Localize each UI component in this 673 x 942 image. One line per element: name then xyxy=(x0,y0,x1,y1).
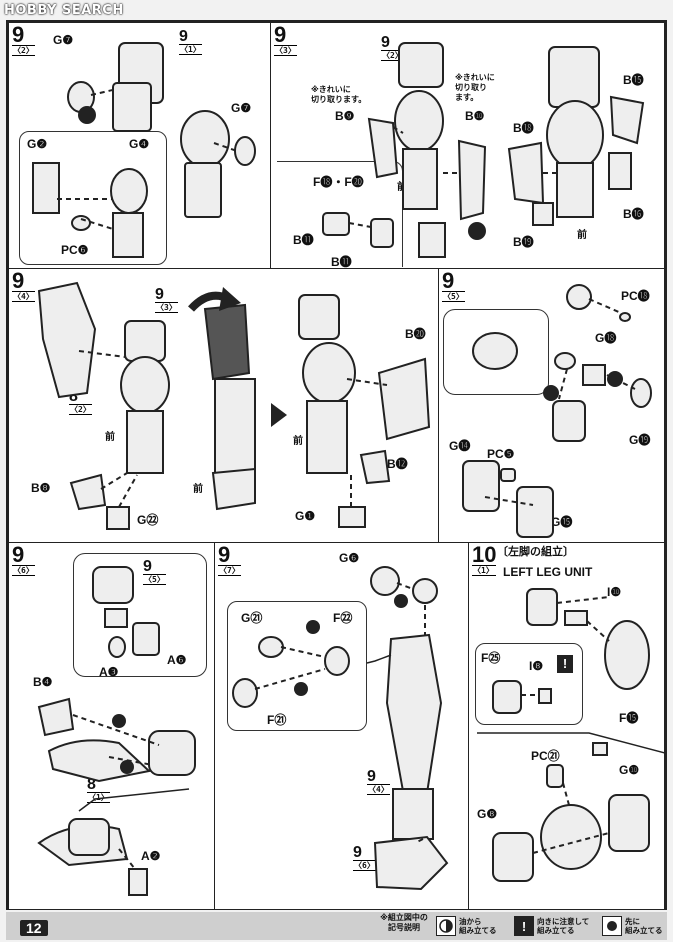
panel-9-5: 9 〈5〉 PC⓲ G⓲ G⓳ G⓮ PC❺ G⓯ xyxy=(438,268,665,544)
part-label: B❿ xyxy=(465,109,485,123)
part-label: I❽ xyxy=(529,659,544,673)
part-label: A❸ xyxy=(99,665,119,679)
part-label: G❷ xyxy=(27,137,48,151)
part-label: B⓳ xyxy=(513,235,534,249)
footer: 12 ※組立図中の 記号説明 油から 組み立てる ! 向きに注意して 組み立てる… xyxy=(6,912,667,940)
part-label: PC⓲ xyxy=(621,289,650,303)
exclamation-icon: ! xyxy=(557,655,573,673)
part-label: B⓯ xyxy=(623,73,644,87)
assembly-drawing xyxy=(232,566,449,891)
step-label: 9 〈7〉 xyxy=(218,542,241,576)
part-label: G❼ xyxy=(231,101,252,115)
part-label: G㉑ xyxy=(241,611,263,625)
part-label: B❹ xyxy=(33,675,53,689)
part-label: B⓫ xyxy=(293,233,314,247)
ref-step: 9 〈3〉 xyxy=(155,286,178,313)
step-label: 9 〈3〉 xyxy=(274,22,297,56)
part-label: B⓲ xyxy=(513,121,534,135)
step-label: 9 〈5〉 xyxy=(442,268,465,302)
part-label: F⓲・F⓴ xyxy=(313,175,364,189)
part-label: B⓬ xyxy=(387,457,408,471)
part-label: G❼ xyxy=(53,33,74,47)
half-moon-icon xyxy=(436,916,456,936)
part-label: I❿ xyxy=(607,585,622,599)
part-label: F㉑ xyxy=(267,713,287,727)
part-label: A❻ xyxy=(167,653,187,667)
step-label: 10 〈1〉 xyxy=(472,542,497,576)
cutting-note: ※きれいに 切り取り ます。 xyxy=(455,73,495,102)
part-label: G⓮ xyxy=(449,439,471,453)
panel-9-4: 9 〈4〉 9 〈3〉 8 〈2〉 前 前 前 B❽ G㉒ B⓴ B⓬ G❶ xyxy=(8,268,440,544)
front-direction: 前 xyxy=(293,436,303,447)
part-label: G❿ xyxy=(619,763,640,777)
ref-step: 9 〈2〉 xyxy=(381,34,404,61)
front-direction: 前 xyxy=(193,484,203,495)
part-label: G⓲ xyxy=(595,331,617,345)
part-label: PC❻ xyxy=(61,243,89,257)
assembly-drawing xyxy=(322,42,645,258)
legend-item: 油から 組み立てる xyxy=(436,914,497,938)
ref-step: 8 〈2〉 xyxy=(69,388,92,415)
panel-9-2: 9 〈2〉 9 〈1〉 G❼ G❼ G❷ G❹ PC❻ xyxy=(8,22,272,270)
panel-9-3: 9 〈3〉 9 〈2〉 ※きれいに 切り取ります。 ※きれいに 切り取り ます。… xyxy=(270,22,665,270)
page-number: 12 xyxy=(20,920,48,936)
step-label: 9 〈4〉 xyxy=(12,268,35,302)
part-label: G❶ xyxy=(295,509,316,523)
step-label: 9 〈2〉 xyxy=(12,22,35,56)
front-direction: 前 xyxy=(105,432,115,443)
assembly-drawing xyxy=(37,566,196,896)
watermark: HOBBY SEARCH xyxy=(4,3,124,18)
ref-step: 9 〈1〉 xyxy=(179,28,202,55)
ref-step: 9 〈6〉 xyxy=(353,844,376,871)
cutting-note: ※きれいに 切り取ります。 xyxy=(311,85,367,104)
part-label: G❹ xyxy=(129,137,150,151)
legend-title: ※組立図中の 記号説明 xyxy=(380,913,428,932)
assembly-drawing xyxy=(462,284,652,538)
panel-10-1: 10 〈1〉 〔左脚の組立〕 LEFT LEG UNIT I❿ F㉕ I❽ ! … xyxy=(468,542,665,910)
part-label: B❾ xyxy=(335,109,355,123)
part-label: G⓯ xyxy=(551,515,573,529)
part-label: B⓴ xyxy=(405,327,426,341)
part-label: B⓫ xyxy=(331,255,352,269)
part-label: G❽ xyxy=(477,807,498,821)
panel-9-7: 9 〈7〉 G❻ G㉑ F㉒ F㉑ 9 〈4〉 9 〈6〉 xyxy=(214,542,470,910)
part-label: F⓯ xyxy=(619,711,639,725)
part-label: B⓰ xyxy=(623,207,644,221)
part-label: PC❺ xyxy=(487,447,515,461)
assembly-drawing xyxy=(32,42,256,258)
unit-title-en: LEFT LEG UNIT xyxy=(503,565,593,579)
part-label: F㉒ xyxy=(333,611,353,625)
legend-item: ! 向きに注意して 組み立てる xyxy=(514,914,589,938)
ref-step: 9 〈5〉 xyxy=(143,558,166,585)
ref-step: 9 〈4〉 xyxy=(367,768,390,795)
assembly-drawing xyxy=(37,281,431,530)
unit-title-jp: 〔左脚の組立〕 xyxy=(497,545,574,558)
part-label: G㉒ xyxy=(137,513,159,527)
part-label: G⓳ xyxy=(629,433,651,447)
dot-icon xyxy=(602,916,622,936)
part-label: G❻ xyxy=(339,551,360,565)
panel-9-6: 9 〈6〉 9 〈5〉 A❸ A❻ B❹ 8 〈1〉 A❷ xyxy=(8,542,216,910)
front-direction: 前 xyxy=(577,230,587,241)
part-label: PC㉑ xyxy=(531,749,560,763)
exclamation-icon: ! xyxy=(514,916,534,936)
part-label: F㉕ xyxy=(481,651,501,665)
part-label: B❽ xyxy=(31,481,51,495)
assembly-drawing xyxy=(477,588,664,882)
step-label: 9 〈6〉 xyxy=(12,542,35,576)
legend-item: 先に 組み立てる xyxy=(602,914,663,938)
part-label: A❷ xyxy=(141,849,161,863)
ref-step: 8 〈1〉 xyxy=(87,776,110,803)
